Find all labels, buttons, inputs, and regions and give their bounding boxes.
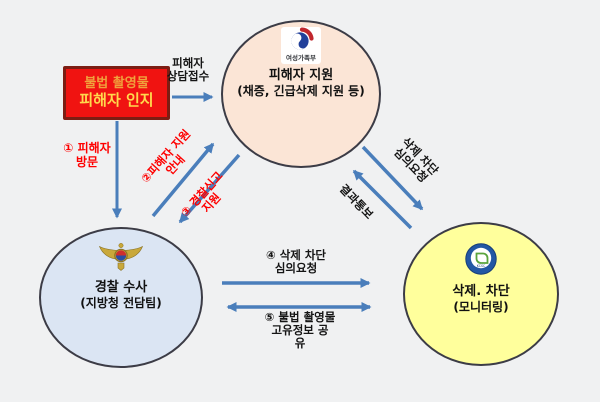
- source-box-line1: 불법 촬영물: [84, 75, 149, 91]
- police-subtitle: (지방청 전담팀): [80, 296, 162, 311]
- mogef-symbol-icon: [291, 27, 314, 50]
- deletion-subtitle: (모니터링): [453, 300, 509, 315]
- mogef-org-label: 여성가족부: [286, 54, 316, 62]
- label-step5-info-sharing: ⑤ 불법 촬영물 고유정보 공 유: [264, 310, 336, 351]
- victim-support-title: 피해자 지원: [268, 68, 334, 83]
- kcsc-logo-icon: KCSC: [465, 243, 497, 275]
- label-step4-review-request: ④ 삭제 차단 심의요청: [265, 248, 327, 276]
- deletion-title: 삭제. 차단: [452, 284, 510, 299]
- arrow-deletion-to-victim: [352, 169, 413, 230]
- arrow-police-to-victim: [151, 142, 215, 218]
- source-box-line2: 피해자 인지: [79, 90, 154, 109]
- police-emblem-icon: [98, 243, 144, 271]
- mogef-logo: 여성가족부: [281, 27, 321, 64]
- source-box-victim-recognition: 불법 촬영물 피해자 인지: [63, 66, 170, 120]
- label-step1-victim-visit: ① 피해자 방문: [63, 141, 111, 169]
- police-title: 경찰 수사: [94, 280, 148, 295]
- arrow-victim-to-police: [178, 153, 241, 224]
- kcsc-logo-text: KCSC: [477, 264, 486, 268]
- victim-support-subtitle: (채증, 긴급삭제 지원 등): [237, 84, 365, 99]
- node-police: 경찰 수사 (지방청 전담팀): [39, 227, 203, 368]
- node-victim-support: 여성가족부 피해자 지원 (채증, 긴급삭제 지원 등): [221, 20, 381, 168]
- label-victim-counsel: 피해자 상담접수: [166, 56, 210, 84]
- node-deletion-blocking: KCSC 삭제. 차단 (모니터링): [403, 222, 559, 366]
- arrow-victim-to-deletion: [361, 145, 424, 211]
